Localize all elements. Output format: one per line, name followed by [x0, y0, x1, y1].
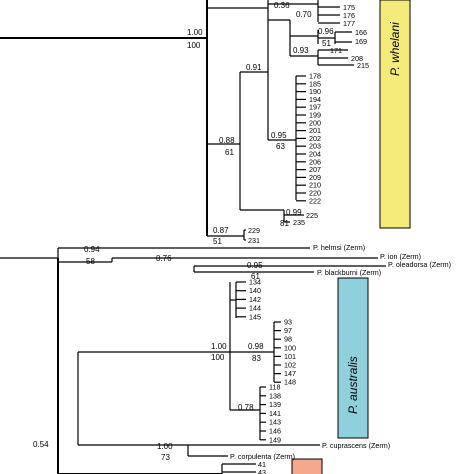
tip-label: 204	[309, 150, 321, 159]
support-oleadorsa-bs: 61	[251, 272, 260, 281]
support-cuprascens-bs: 73	[161, 453, 170, 462]
support-070: 0.70	[296, 10, 312, 19]
whelani-clade-label: P. whelani	[388, 22, 402, 76]
whelani-clade-bar	[379, 0, 411, 229]
support-087-pp: 0.87	[213, 226, 229, 235]
tip-label: 93	[284, 318, 292, 327]
taxon-ion: P. ion (Zerm)	[380, 252, 421, 261]
tip-label: 210	[309, 181, 321, 190]
tip-label: 97	[284, 326, 292, 335]
support-helmsi-pp: 0.94	[84, 245, 100, 254]
support-095-pp: 0.95	[271, 131, 287, 140]
tip-label: 215	[357, 61, 369, 70]
tip-label: 194	[309, 95, 321, 104]
support-a078: 0.78	[238, 403, 254, 412]
tip-label: 231	[248, 236, 260, 245]
tip-label: 220	[309, 189, 321, 198]
tip-label: 41	[258, 460, 266, 469]
support-ion: 0.76	[156, 254, 172, 263]
tip-label: 190	[309, 87, 321, 96]
support-095-bs: 63	[276, 142, 285, 151]
whelani-comb: 1781851901941971992002012022032042062072…	[296, 72, 321, 205]
tip-label: 102	[284, 361, 296, 370]
tip-label: 229	[248, 226, 260, 235]
support-cuprascens-pp: 1.00	[157, 442, 173, 451]
support-099-pp: 0.99	[286, 208, 302, 217]
tip-label: 100	[284, 343, 296, 352]
support-096-bs: 51	[322, 39, 331, 48]
tip-label: 149	[269, 435, 281, 444]
tip-label: 138	[269, 391, 281, 400]
taxon-cuprascens: P. cuprascens (Zerm)	[322, 441, 390, 450]
tip-label: 171	[330, 46, 342, 55]
support-a098-pp: 0.98	[248, 342, 264, 351]
tip-label: 201	[309, 126, 321, 135]
tip-label: 225	[306, 211, 318, 220]
tip-label: 145	[249, 312, 261, 321]
support-036: 0.36	[274, 1, 290, 10]
tip-label: 146	[269, 427, 281, 436]
tip-label: 207	[309, 165, 321, 174]
tip-label: 144	[249, 304, 261, 313]
taxon-corpulenta: P. corpulenta (Zerm)	[230, 452, 295, 461]
support-oleadorsa-pp: 0.95	[247, 261, 263, 270]
tip-label: 139	[269, 400, 281, 409]
tip-label: 148	[284, 378, 296, 387]
tip-label: 140	[249, 286, 261, 295]
australis-clade-label: P. australis	[346, 356, 360, 414]
taxon-helmsi: P. helmsi (Zerm)	[313, 243, 365, 252]
tip-label: 175	[343, 3, 355, 12]
pink-clade-bar	[291, 458, 323, 474]
tip-label: 166	[355, 28, 367, 37]
tip-label: 169	[355, 37, 367, 46]
taxon-oleadorsa: P. oleadorsa (Zerm)	[388, 260, 451, 269]
support-root-top-pp: 1.00	[187, 28, 203, 37]
tip-label: 142	[249, 295, 261, 304]
tip-label: 177	[343, 19, 355, 28]
tip-label: 101	[284, 352, 296, 361]
support-australis-pp: 1.00	[211, 342, 227, 351]
tip-label: 202	[309, 134, 321, 143]
tip-label: 208	[351, 54, 363, 63]
tip-label: 203	[309, 142, 321, 151]
tip-label: 209	[309, 173, 321, 182]
tip-label: 118	[269, 383, 280, 392]
support-root-top-bs: 100	[187, 41, 201, 50]
tip-label: 200	[309, 118, 321, 127]
tip-label: 185	[309, 79, 321, 88]
tip-label: 98	[284, 335, 292, 344]
support-096-pp: 0.96	[318, 27, 334, 36]
tip-label: 134	[249, 278, 261, 287]
tip-label: 222	[309, 196, 321, 205]
tip-label: 199	[309, 111, 321, 120]
support-root: 0.54	[33, 440, 49, 449]
tip-label: 178	[309, 72, 321, 81]
support-099-bs: 81	[280, 219, 289, 228]
tip-label: 141	[269, 409, 281, 418]
tip-label: 197	[309, 103, 321, 112]
support-091: 0.91	[246, 63, 262, 72]
support-087-bs: 51	[213, 237, 222, 246]
tip-label: 143	[269, 418, 281, 427]
support-088-pp: 0.88	[219, 136, 235, 145]
taxon-blackburni: P. blackburni (Zerm)	[317, 268, 381, 277]
support-088-bs: 61	[225, 148, 234, 157]
tip-label: 147	[284, 369, 296, 378]
tip-label: 235	[293, 218, 305, 227]
australis-clade-bar	[337, 277, 369, 439]
tip-label: 176	[343, 11, 355, 20]
support-a098-bs: 83	[252, 354, 261, 363]
support-australis-bs: 100	[211, 353, 225, 362]
support-093: 0.93	[293, 46, 309, 55]
tip-label: 206	[309, 157, 321, 166]
tip-label: 43	[258, 468, 266, 474]
support-helmsi-bs: 58	[86, 257, 95, 266]
